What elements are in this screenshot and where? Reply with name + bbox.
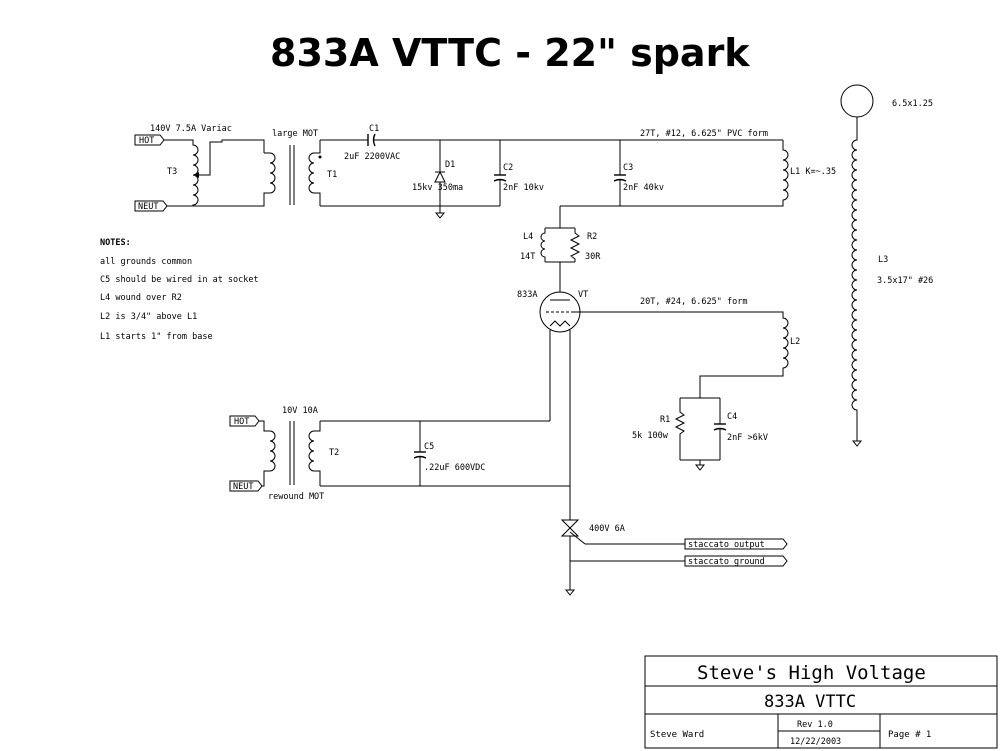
r2-label: R2: [587, 232, 597, 242]
drawing-date: 12/22/2003: [790, 737, 841, 747]
note-item: L2 is 3/4" above L1: [100, 312, 197, 322]
l1-form-label: 27T, #12, 6.625" PVC form: [640, 129, 768, 139]
transformer-t1: [263, 140, 322, 206]
vt-label: VT: [578, 290, 588, 300]
capacitor-c4: [713, 398, 727, 460]
vacuum-tube-833a: [539, 291, 603, 333]
t2-label: T2: [329, 448, 339, 458]
t2-rating: 10V 10A: [282, 406, 318, 416]
topload-label: 6.5x1.25: [892, 99, 933, 109]
staccato-ground-label: staccato ground: [688, 557, 765, 567]
l4-value: 14T: [520, 252, 535, 262]
author-name: Steve Ward: [650, 730, 704, 740]
notes-block: NOTES: all grounds common C5 should be w…: [100, 238, 259, 342]
drawing-name: 833A VTTC: [764, 692, 856, 712]
r1-label: R1: [660, 415, 670, 425]
input-plug-hot-2: HOT: [229, 415, 260, 427]
capacitor-c3: [613, 140, 627, 206]
tube-label: 833A: [517, 290, 537, 300]
l4-label: L4: [523, 232, 533, 242]
rewound-mot-label: rewound MOT: [268, 492, 324, 502]
variac-label: 140V 7.5A Variac: [150, 124, 232, 134]
c1-value: 2uF 2200VAC: [344, 152, 400, 162]
revision: Rev 1.0: [797, 720, 833, 730]
d1-value: 15kv 350ma: [412, 183, 463, 193]
c5-value: .22uF 600VDC: [424, 463, 485, 473]
c5-label: C5: [424, 442, 434, 452]
feedback-coil-l2: [603, 311, 789, 398]
company-name: Steve's High Voltage: [697, 662, 926, 684]
t1-label: T1: [327, 170, 337, 180]
resistor-r2: [569, 228, 581, 262]
variac-t3: [164, 139, 265, 207]
c4-value: 2nF >6kV: [727, 433, 768, 443]
inductor-l4: [540, 228, 546, 262]
staccato-ground-port: staccato ground: [684, 555, 788, 567]
transformer-t2: [259, 420, 321, 487]
staccato-output-port: staccato output: [684, 538, 788, 550]
sidac-400v: [560, 486, 580, 596]
title-block: Steve's High Voltage 833A VTTC Steve War…: [644, 655, 998, 749]
d1-label: D1: [445, 160, 455, 170]
c2-label: C2: [503, 163, 513, 173]
note-item: L1 starts 1" from base: [100, 332, 213, 342]
l1-label: L1 K=~.35: [790, 167, 836, 177]
l2-label: L2: [790, 337, 800, 347]
l3-label: L3: [878, 255, 888, 265]
input-plug-neut-1: NEUT: [134, 200, 168, 212]
schematic-title: 833A VTTC - 22" spark: [270, 31, 750, 75]
input-plug-neut-2: NEUT: [229, 480, 263, 492]
note-item: L4 wound over R2: [100, 293, 182, 303]
resistor-r1: [674, 398, 686, 460]
notes-heading: NOTES:: [100, 238, 131, 248]
primary-coil-l1: [560, 140, 789, 207]
note-item: C5 should be wired in at socket: [100, 275, 259, 285]
l3-value: 3.5x17" #26: [877, 276, 933, 286]
note-item: all grounds common: [100, 257, 192, 267]
neut-label-2: NEUT: [233, 482, 253, 492]
page-number: Page # 1: [888, 730, 931, 740]
secondary-coil-l3: [851, 117, 862, 447]
large-mot-label: large MOT: [272, 129, 318, 139]
neut-label-1: NEUT: [138, 202, 158, 212]
capacitor-c2: [493, 140, 507, 206]
l3-ground-symbol: [852, 435, 862, 447]
c3-label: C3: [623, 163, 633, 173]
capacitor-c5: [413, 421, 427, 486]
r2-value: 30R: [585, 252, 601, 262]
topload-toroid: [840, 84, 874, 118]
hot-label-1: HOT: [139, 136, 154, 146]
r1-value: 5k 100w: [632, 431, 669, 441]
t3-label: T3: [167, 167, 177, 177]
input-plug-hot-1: HOT: [134, 134, 165, 146]
c4-label: C4: [727, 412, 737, 422]
l2-form-label: 20T, #24, 6.625" form: [640, 297, 747, 307]
staccato-output-label: staccato output: [688, 540, 765, 550]
c1-label: C1: [369, 124, 379, 134]
hot-label-2: HOT: [234, 417, 249, 427]
c3-value: 2nF 40kv: [623, 183, 664, 193]
c2-value: 2nF 10kv: [503, 183, 544, 193]
diode-d1: [434, 140, 446, 219]
sidac-label: 400V 6A: [589, 524, 625, 534]
